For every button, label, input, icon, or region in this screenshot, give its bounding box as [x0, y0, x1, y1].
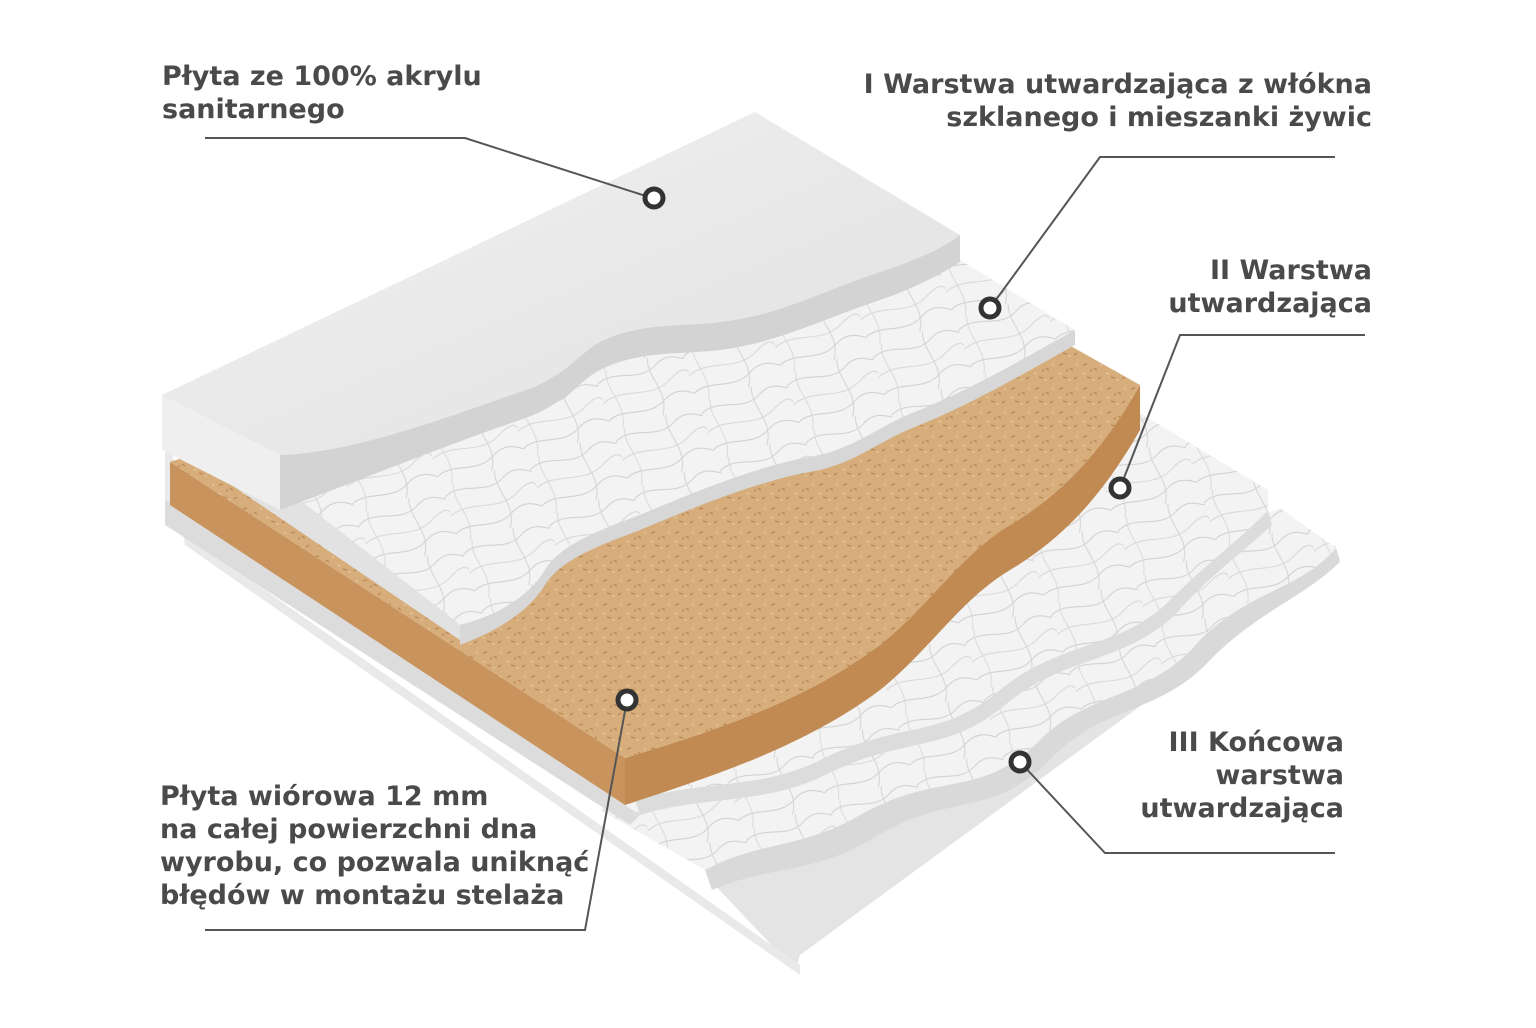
label-line: I Warstwa utwardzająca z włókna: [863, 69, 1372, 100]
label-line: na całej powierzchni dna: [160, 814, 538, 845]
label-line: szklanego i mieszanki żywic: [946, 102, 1372, 133]
marker-layer2: [1108, 476, 1132, 500]
label-line: utwardzająca: [1140, 793, 1344, 824]
marker-layer1: [978, 296, 1002, 320]
leader-layer1: [989, 156, 1335, 309]
marker-acrylic: [642, 186, 666, 210]
leader-layer2: [1119, 334, 1365, 489]
acrylic-slab: [162, 112, 960, 510]
label-line: Płyta ze 100% akrylu: [162, 61, 482, 92]
label-line: Płyta wiórowa 12 mm: [160, 781, 489, 812]
base-body: [165, 395, 800, 975]
label-third-layer: III Końcowa warstwa utwardzająca: [1140, 726, 1344, 825]
label-line: II Warstwa: [1210, 255, 1372, 286]
marker-layer3: [1008, 750, 1032, 774]
marker-chipboard: [615, 688, 639, 712]
label-line: warstwa: [1215, 760, 1344, 791]
label-chipboard: Płyta wiórowa 12 mm na całej powierzchni…: [160, 780, 589, 912]
leader-acrylic: [205, 137, 653, 199]
label-line: wyrobu, co pozwala uniknąć: [160, 847, 590, 878]
leader-layer3: [1019, 761, 1335, 854]
label-line: sanitarnego: [162, 94, 345, 125]
label-acrylic-board: Płyta ze 100% akrylu sanitarnego: [162, 60, 482, 126]
label-line: błędów w montażu stelaża: [160, 880, 565, 911]
markers: [615, 186, 1132, 774]
leader-chipboard: [205, 699, 628, 931]
label-line: III Końcowa: [1168, 727, 1344, 758]
label-second-layer: II Warstwa utwardzająca: [1168, 254, 1372, 320]
leader-lines: [205, 137, 1365, 931]
label-line: utwardzająca: [1168, 288, 1372, 319]
label-first-layer: I Warstwa utwardzająca z włókna szklaneg…: [864, 68, 1372, 134]
